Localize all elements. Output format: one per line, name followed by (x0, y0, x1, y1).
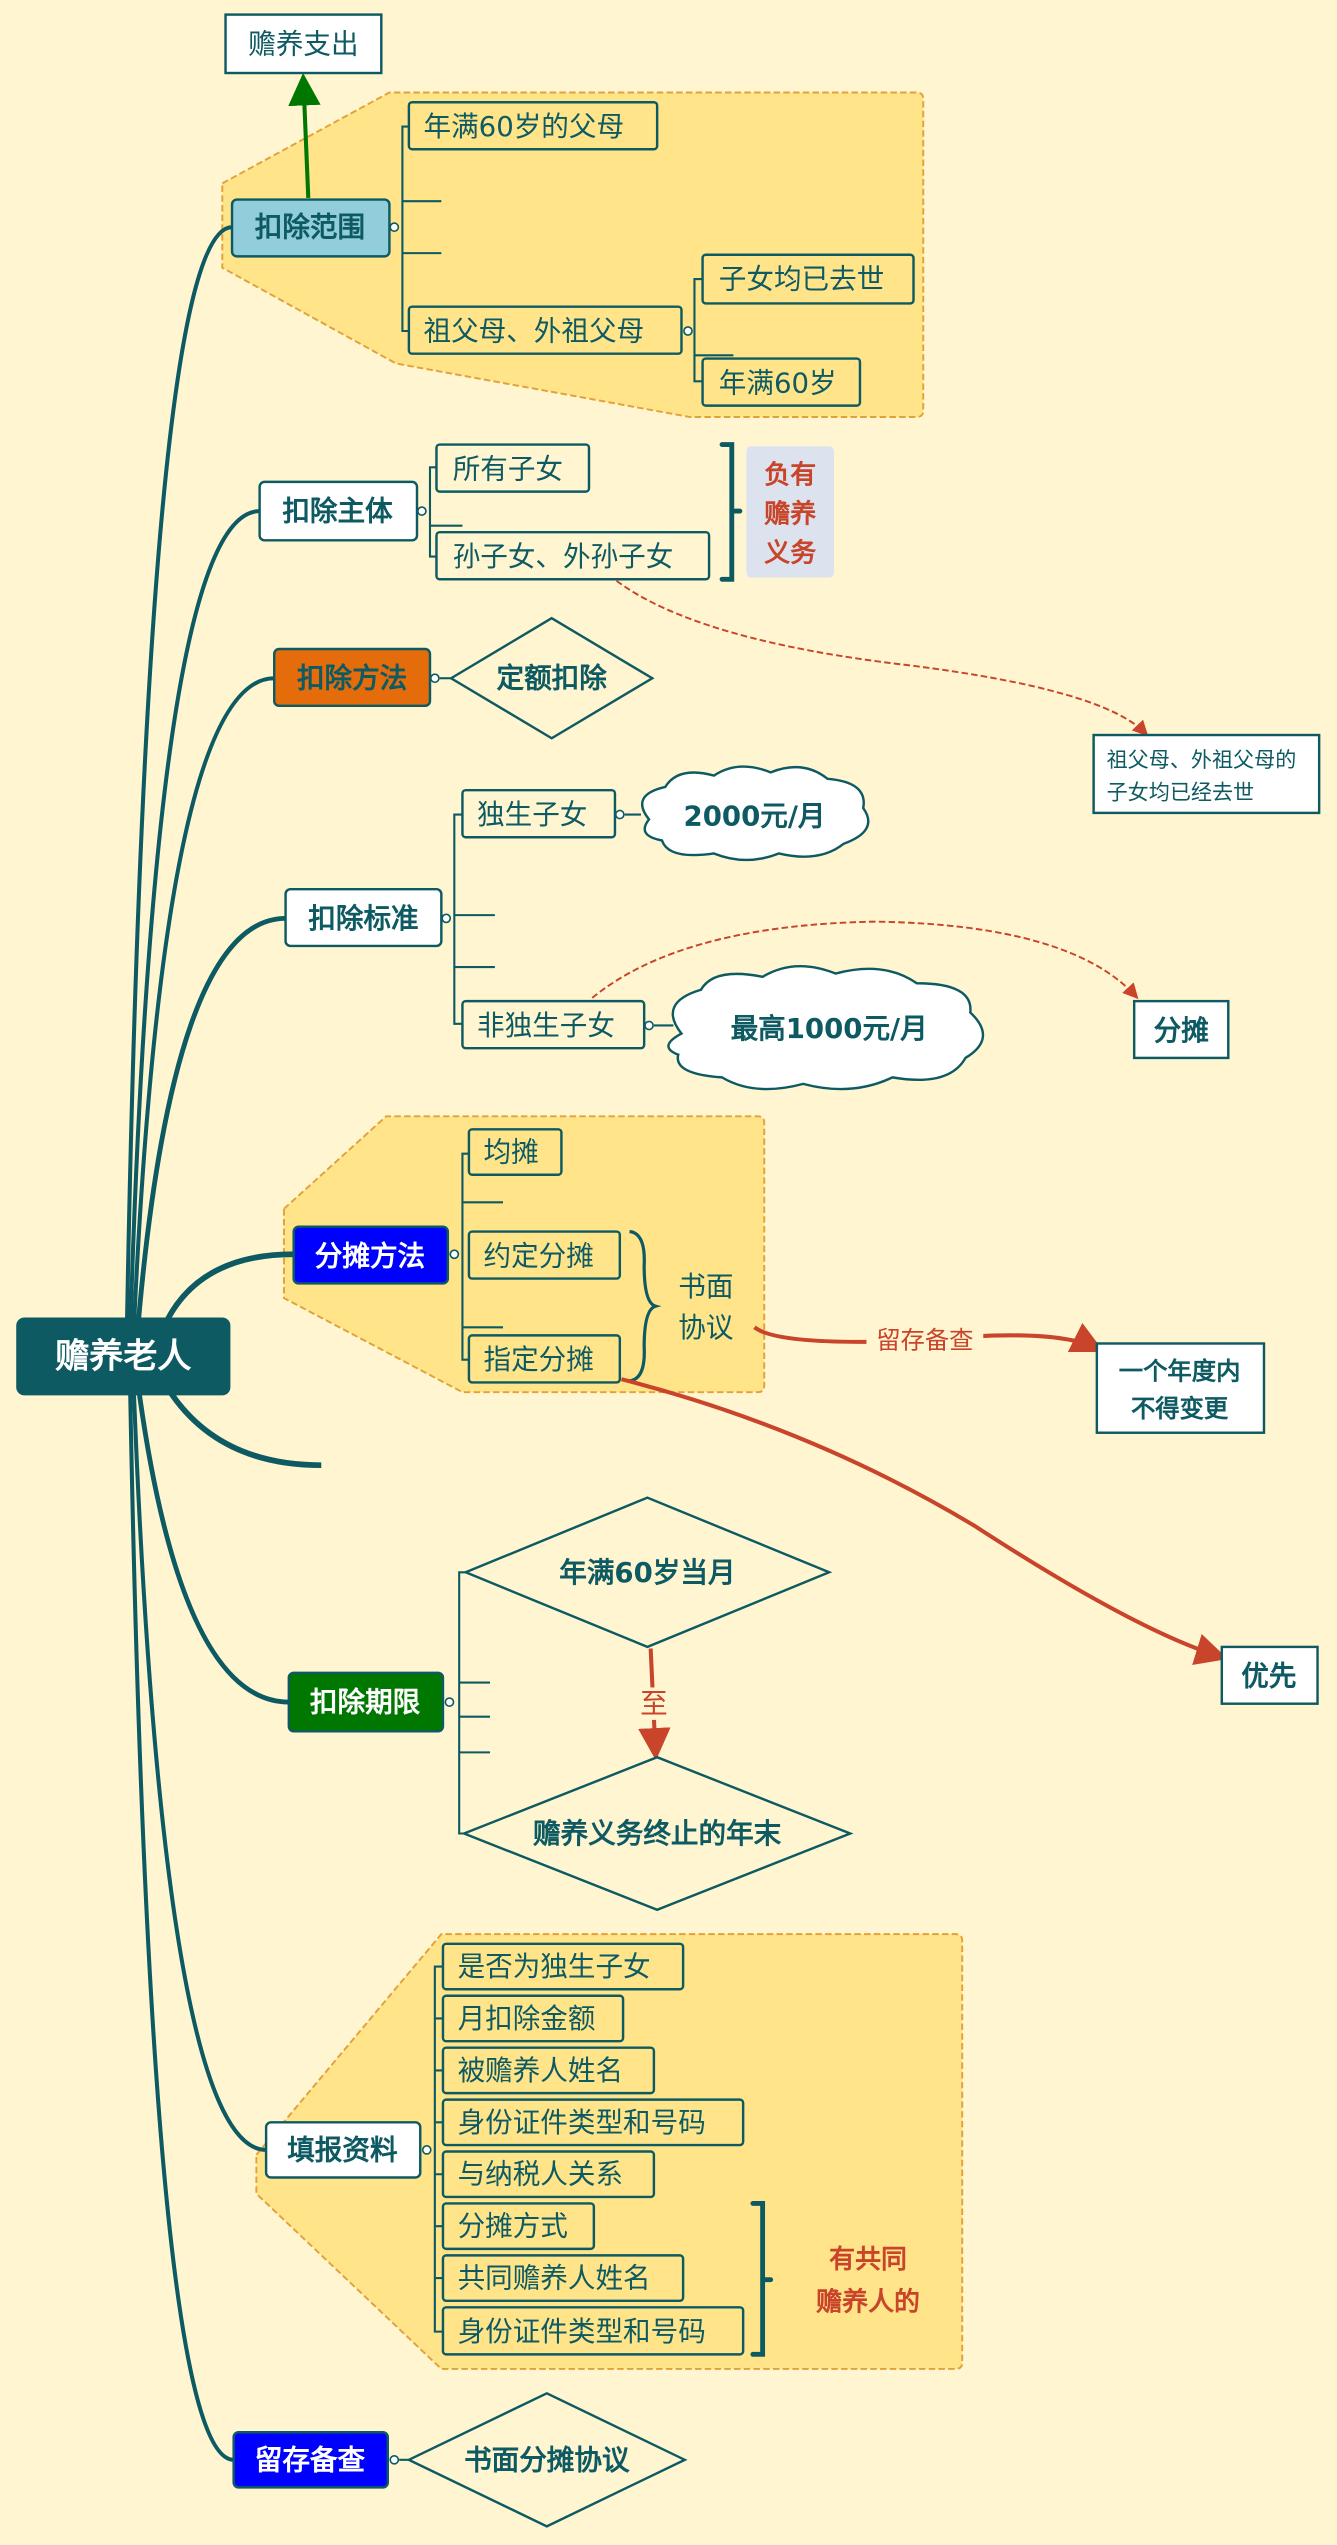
filing-item[interactable]: 共同赡养人姓名 (441, 2254, 685, 2303)
no-change-node[interactable]: 一个年度内 不得变更 (1095, 1342, 1266, 1434)
subject-node[interactable]: 扣除主体 (258, 480, 419, 542)
period-start-diamond[interactable]: 年满60岁当月 (462, 1496, 833, 1649)
arrow-label: 留存备查 (876, 1326, 973, 1355)
share-link-node[interactable]: 分摊 (1132, 999, 1230, 1060)
label: 一个年度内 (1119, 1357, 1241, 1386)
label: 所有子女 (453, 452, 563, 485)
label: 扣除范围 (255, 211, 365, 244)
amount-cloud[interactable]: 2000元/月 (640, 765, 870, 862)
label: 子女均已经去世 (1107, 779, 1255, 804)
share-node[interactable]: 分摊方法 (292, 1225, 450, 1285)
scope-sub-item[interactable]: 年满60岁 (701, 357, 862, 407)
label: 身份证件类型和号码 (458, 2315, 706, 2348)
filing-item[interactable]: 月扣除金额 (441, 1994, 625, 2043)
filing-item[interactable]: 是否为独生子女 (441, 1942, 685, 1991)
label: 身份证件类型和号码 (458, 2106, 706, 2139)
label: 赡养人的 (816, 2286, 920, 2317)
method-node[interactable]: 扣除方法 (272, 647, 432, 708)
arrow-label: 至 (640, 1687, 668, 1720)
share-boundary (282, 1115, 766, 1394)
filing-item[interactable]: 被赡养人姓名 (441, 2046, 656, 2095)
scope-item[interactable]: 年满60岁的父母 (407, 101, 659, 151)
label: 月扣除金额 (458, 2002, 596, 2035)
label: 分摊 (1154, 1014, 1209, 1047)
scope-boundary (221, 91, 925, 418)
label: 是否为独生子女 (458, 1950, 651, 1983)
share-item[interactable]: 指定分摊 (467, 1334, 622, 1384)
period-node[interactable]: 扣除期限 (287, 1671, 445, 1733)
label: 扣除标准 (308, 902, 418, 935)
filing-item[interactable]: 与纳税人关系 (441, 2150, 656, 2199)
label: 最高1000元/月 (731, 1012, 928, 1045)
standard-item[interactable]: 非独生子女 (461, 999, 646, 1050)
amount-cloud[interactable]: 最高1000元/月 (667, 964, 985, 1091)
label: 赡养 (764, 498, 816, 529)
label: 赡养义务终止的年末 (533, 1817, 782, 1850)
label: 书面 (678, 1270, 733, 1303)
label: 扣除主体 (282, 495, 393, 528)
label: 分摊方式 (458, 2210, 568, 2243)
share-item[interactable]: 均摊 (467, 1128, 563, 1176)
bracket (719, 442, 743, 582)
deduction-expense-node[interactable]: 赡养支出 (224, 13, 383, 75)
label: 年满60岁当月 (559, 1556, 735, 1589)
subject-item[interactable]: 孙子女、外孙子女 (435, 530, 711, 581)
obligation-note: 负有 赡养 义务 (746, 446, 835, 578)
label: 均摊 (484, 1136, 539, 1169)
label: 赡养支出 (248, 27, 358, 60)
label: 留存备查 (255, 2443, 366, 2476)
grandparent-note[interactable]: 祖父母、外祖父母的 子女均已经去世 (1092, 733, 1321, 815)
label: 非独生子女 (477, 1009, 615, 1042)
priority-node[interactable]: 优先 (1220, 1645, 1319, 1705)
label: 书面分摊协议 (464, 2443, 630, 2476)
label: 祖父母、外祖父母的 (1107, 747, 1297, 772)
label: 协议 (678, 1311, 733, 1344)
share-item[interactable]: 约定分摊 (467, 1230, 622, 1280)
label: 共同赡养人姓名 (458, 2262, 651, 2295)
label: 孙子女、外孙子女 (453, 540, 674, 573)
label: 优先 (1241, 1660, 1296, 1693)
fixed-deduction-diamond[interactable]: 定额扣除 (448, 616, 655, 740)
keep-node[interactable]: 留存备查 (232, 2431, 390, 2489)
filing-node[interactable]: 填报资料 (264, 2121, 422, 2179)
root-label: 赡养老人 (55, 1336, 191, 1376)
scope-item[interactable]: 祖父母、外祖父母 (407, 305, 683, 355)
label: 不得变更 (1131, 1394, 1229, 1423)
label: 有共同 (829, 2245, 907, 2275)
scope-sub-item[interactable]: 子女均已去世 (701, 253, 915, 305)
label: 独生子女 (477, 798, 587, 831)
standard-node[interactable]: 扣除标准 (284, 887, 443, 948)
label: 约定分摊 (484, 1239, 594, 1272)
label: 义务 (764, 538, 816, 568)
label: 填报资料 (287, 2133, 398, 2166)
label: 与纳税人关系 (458, 2158, 623, 2191)
label: 年满60岁 (719, 366, 837, 399)
scope-node[interactable]: 扣除范围 (230, 198, 391, 258)
label: 分摊方法 (315, 1239, 425, 1272)
label: 负有 (764, 460, 816, 490)
label: 被赡养人姓名 (458, 2054, 623, 2087)
label: 定额扣除 (497, 662, 608, 695)
filing-item[interactable]: 身份证件类型和号码 (441, 2098, 745, 2147)
filing-item[interactable]: 身份证件类型和号码 (441, 2306, 745, 2356)
brace (629, 1229, 662, 1383)
subject-item[interactable]: 所有子女 (435, 443, 591, 493)
label: 2000元/月 (684, 800, 826, 833)
bracket (750, 2201, 774, 2357)
standard-item[interactable]: 独生子女 (461, 788, 617, 839)
label: 子女均已去世 (719, 263, 884, 296)
root-branches (124, 225, 322, 2462)
period-end-diamond[interactable]: 赡养义务终止的年末 (460, 1755, 854, 1912)
label: 指定分摊 (484, 1343, 594, 1376)
label: 祖父母、外祖父母 (423, 315, 644, 348)
filing-item[interactable]: 分摊方式 (441, 2202, 596, 2251)
label: 扣除期限 (310, 1686, 421, 1719)
label: 扣除方法 (297, 662, 407, 695)
label: 年满60岁的父母 (423, 110, 624, 143)
root-node[interactable]: 赡养老人 (16, 1317, 231, 1396)
agreement-diamond[interactable]: 书面分摊协议 (406, 2391, 688, 2528)
